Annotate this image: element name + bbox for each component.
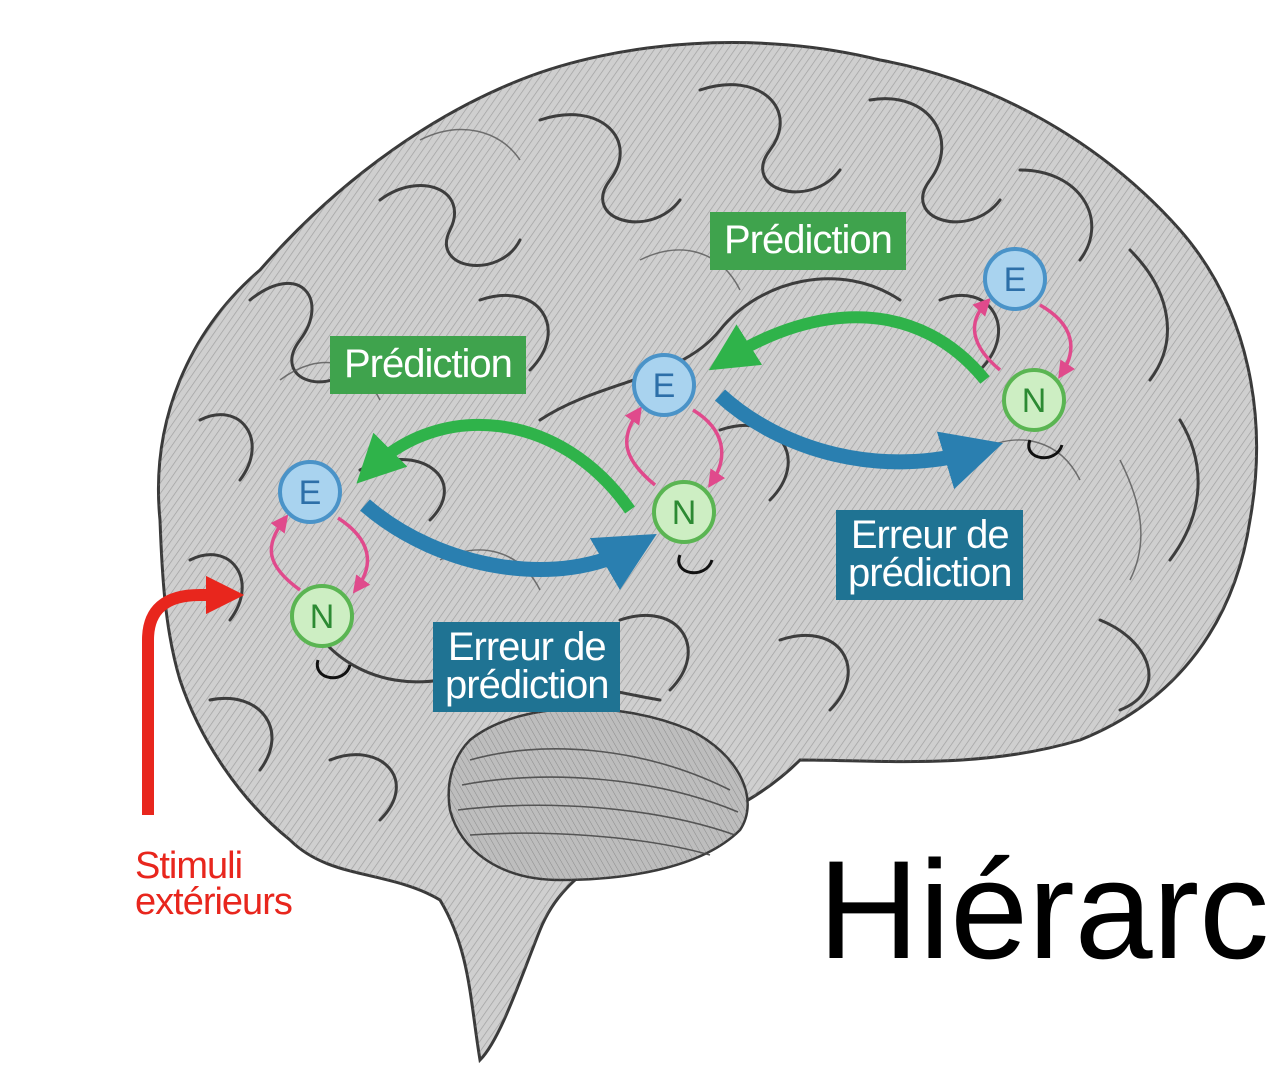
node-e-3: E bbox=[983, 247, 1047, 311]
error-label-level-2-line-2: prédiction bbox=[848, 551, 1012, 595]
node-n-3-label: N bbox=[1022, 382, 1047, 420]
node-e-2-label: E bbox=[653, 367, 676, 405]
node-n-1: N bbox=[290, 584, 354, 648]
stimulus-label-line-1: Stimuli bbox=[135, 845, 243, 887]
node-e-2: E bbox=[632, 353, 696, 417]
node-n-2-label: N bbox=[672, 494, 697, 532]
prediction-label-level-1: Prédiction bbox=[330, 336, 526, 394]
node-n-2: N bbox=[652, 480, 716, 544]
error-arrow-1 bbox=[360, 499, 657, 590]
prediction-arrow-2 bbox=[708, 311, 990, 384]
node-e-1-label: E bbox=[299, 474, 322, 512]
prediction-label-level-2: Prédiction bbox=[710, 212, 906, 270]
node-e-1: E bbox=[278, 460, 342, 524]
stimulus-label: Stimuli extérieurs bbox=[135, 845, 293, 923]
error-arrow-2 bbox=[714, 389, 1003, 490]
stimulus-label-line-2: extérieurs bbox=[135, 881, 293, 923]
node-n-1-label: N bbox=[310, 598, 335, 636]
loop-arrows bbox=[269, 297, 1076, 594]
slide-title: Hiérarc bbox=[818, 831, 1268, 988]
self-loops bbox=[315, 439, 1064, 680]
stimulus-arrow bbox=[142, 575, 245, 815]
node-e-3-label: E bbox=[1004, 261, 1027, 299]
error-label-level-1-line-2: prédiction bbox=[445, 663, 609, 707]
error-label-level-2-line-1: Erreur de bbox=[850, 513, 1010, 557]
node-n-3: N bbox=[1002, 368, 1066, 432]
prediction-arrow-1 bbox=[356, 418, 635, 514]
error-label-level-1: Erreur de prédiction bbox=[433, 622, 621, 712]
error-label-level-1-line-1: Erreur de bbox=[447, 625, 607, 669]
error-label-level-2: Erreur de prédiction bbox=[836, 510, 1024, 600]
